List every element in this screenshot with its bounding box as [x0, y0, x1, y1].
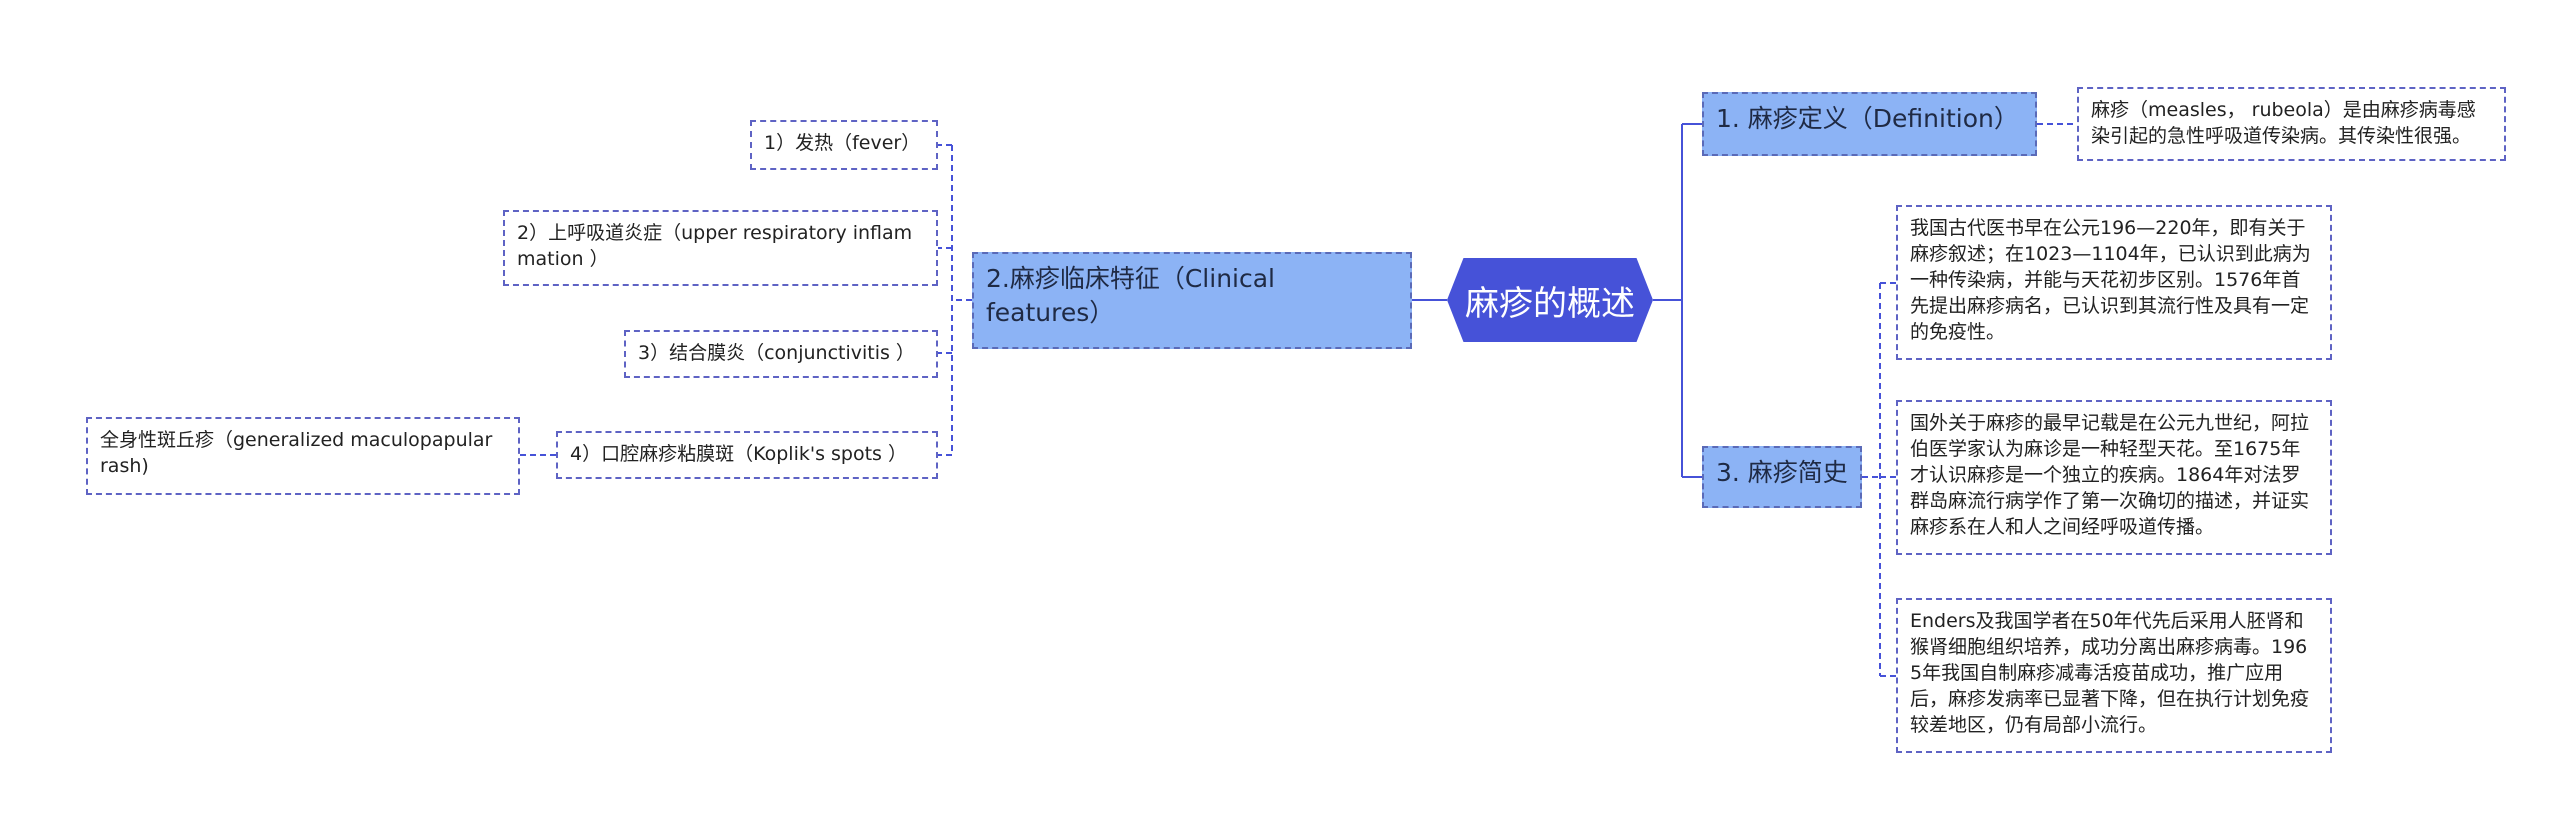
history-detail-foreign[interactable]: 国外关于麻疹的最早记载是在公元九世纪，阿拉伯医学家认为麻诊是一种轻型天花。至16…: [1896, 400, 2332, 555]
branch-history[interactable]: 3. 麻疹简史: [1702, 446, 1862, 508]
clinical-item-fever[interactable]: 1）发热（fever）: [750, 120, 938, 170]
branch-clinical-features[interactable]: 2.麻疹临床特征（Clinical features）: [972, 252, 1412, 349]
clinical-item-koplik[interactable]: 4）口腔麻疹粘膜斑（Koplik's spots ）: [556, 431, 938, 479]
clinical-item-respiratory-label: 2）上呼吸道炎症（upper respiratory inflammation …: [517, 222, 913, 270]
central-topic[interactable]: 麻疹的概述: [1447, 258, 1653, 342]
clinical-item-koplik-label: 4）口腔麻疹粘膜斑（Koplik's spots ）: [570, 443, 907, 465]
history-detail-foreign-text: 国外关于麻疹的最早记载是在公元九世纪，阿拉伯医学家认为麻诊是一种轻型天花。至16…: [1910, 412, 2310, 538]
definition-detail[interactable]: 麻疹（measles， rubeola）是由麻疹病毒感染引起的急性呼吸道传染病。…: [2077, 87, 2506, 161]
clinical-item-conjunctivitis-label: 3）结合膜炎（conjunctivitis ）: [638, 342, 915, 364]
history-detail-china[interactable]: 我国古代医书早在公元196—220年，即有关于麻疹叙述；在1023—1104年，…: [1896, 205, 2332, 360]
clinical-item-fever-label: 1）发热（fever）: [764, 132, 921, 154]
history-detail-china-text: 我国古代医书早在公元196—220年，即有关于麻疹叙述；在1023—1104年，…: [1910, 217, 2311, 343]
clinical-item-rash-label: 全身性斑丘疹（generalized maculopapular rash): [100, 429, 493, 477]
central-topic-label: 麻疹的概述: [1465, 283, 1635, 324]
branch-definition[interactable]: 1. 麻疹定义（Definition）: [1702, 92, 2037, 156]
history-detail-vaccine-text: Enders及我国学者在50年代先后采用人胚肾和猴肾细胞组织培养，成功分离出麻疹…: [1910, 610, 2310, 736]
clinical-item-rash[interactable]: 全身性斑丘疹（generalized maculopapular rash): [86, 417, 520, 495]
definition-detail-text: 麻疹（measles， rubeola）是由麻疹病毒感染引起的急性呼吸道传染病。…: [2091, 99, 2476, 147]
branch-definition-label: 1. 麻疹定义（Definition）: [1716, 104, 2019, 133]
clinical-item-respiratory[interactable]: 2）上呼吸道炎症（upper respiratory inflammation …: [503, 210, 938, 286]
history-detail-vaccine[interactable]: Enders及我国学者在50年代先后采用人胚肾和猴肾细胞组织培养，成功分离出麻疹…: [1896, 598, 2332, 753]
branch-history-label: 3. 麻疹简史: [1716, 458, 1848, 487]
clinical-item-conjunctivitis[interactable]: 3）结合膜炎（conjunctivitis ）: [624, 330, 938, 378]
branch-clinical-features-label: 2.麻疹临床特征（Clinical features）: [986, 264, 1276, 327]
